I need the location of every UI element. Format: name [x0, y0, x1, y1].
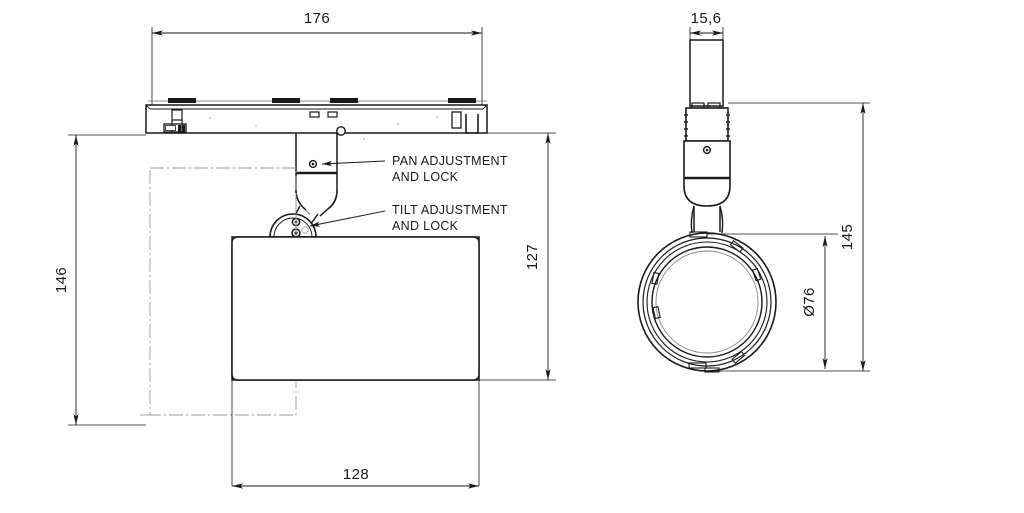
side-view-extension-lines — [707, 102, 870, 372]
dim-128-head-width: 128 — [232, 466, 479, 489]
dim-d76-lens-diameter: Ø76 — [801, 236, 828, 369]
dim-146-overall-height: 146 — [53, 134, 146, 426]
dim-146-label: 146 — [53, 267, 70, 293]
side-view-tilt-neck — [690, 205, 724, 234]
side-view-lens-rings — [637, 231, 777, 373]
front-view-head-body — [231, 236, 480, 486]
dim-d76-label: Ø76 — [801, 287, 818, 317]
tilt-adjustment-note: TILT ADJUSTMENT AND LOCK — [309, 203, 508, 233]
dim-15-6-label: 15,6 — [691, 10, 722, 27]
dim-145-label: 145 — [839, 224, 856, 250]
pan-adjustment-note: PAN ADJUSTMENT AND LOCK — [321, 154, 508, 184]
front-view-track-adapter — [145, 98, 488, 140]
pan-note-line1: PAN ADJUSTMENT — [392, 154, 508, 168]
side-view-pan-housing — [684, 107, 730, 142]
side-view-track-adapter — [689, 39, 724, 109]
dim-176-track-length: 176 — [151, 10, 483, 108]
dim-176-label: 176 — [304, 10, 330, 27]
dim-145-side-height: 145 — [839, 103, 866, 371]
tilt-note-line1: TILT ADJUSTMENT — [392, 203, 508, 217]
side-view-pan-stem — [683, 140, 731, 207]
dim-127-label: 127 — [524, 244, 541, 270]
front-view-pan-stem — [295, 133, 338, 217]
tilt-note-line2: AND LOCK — [392, 219, 459, 233]
dim-128-label: 128 — [343, 466, 369, 483]
dim-127-body-height: 127 — [479, 132, 556, 381]
pan-note-line2: AND LOCK — [392, 170, 459, 184]
